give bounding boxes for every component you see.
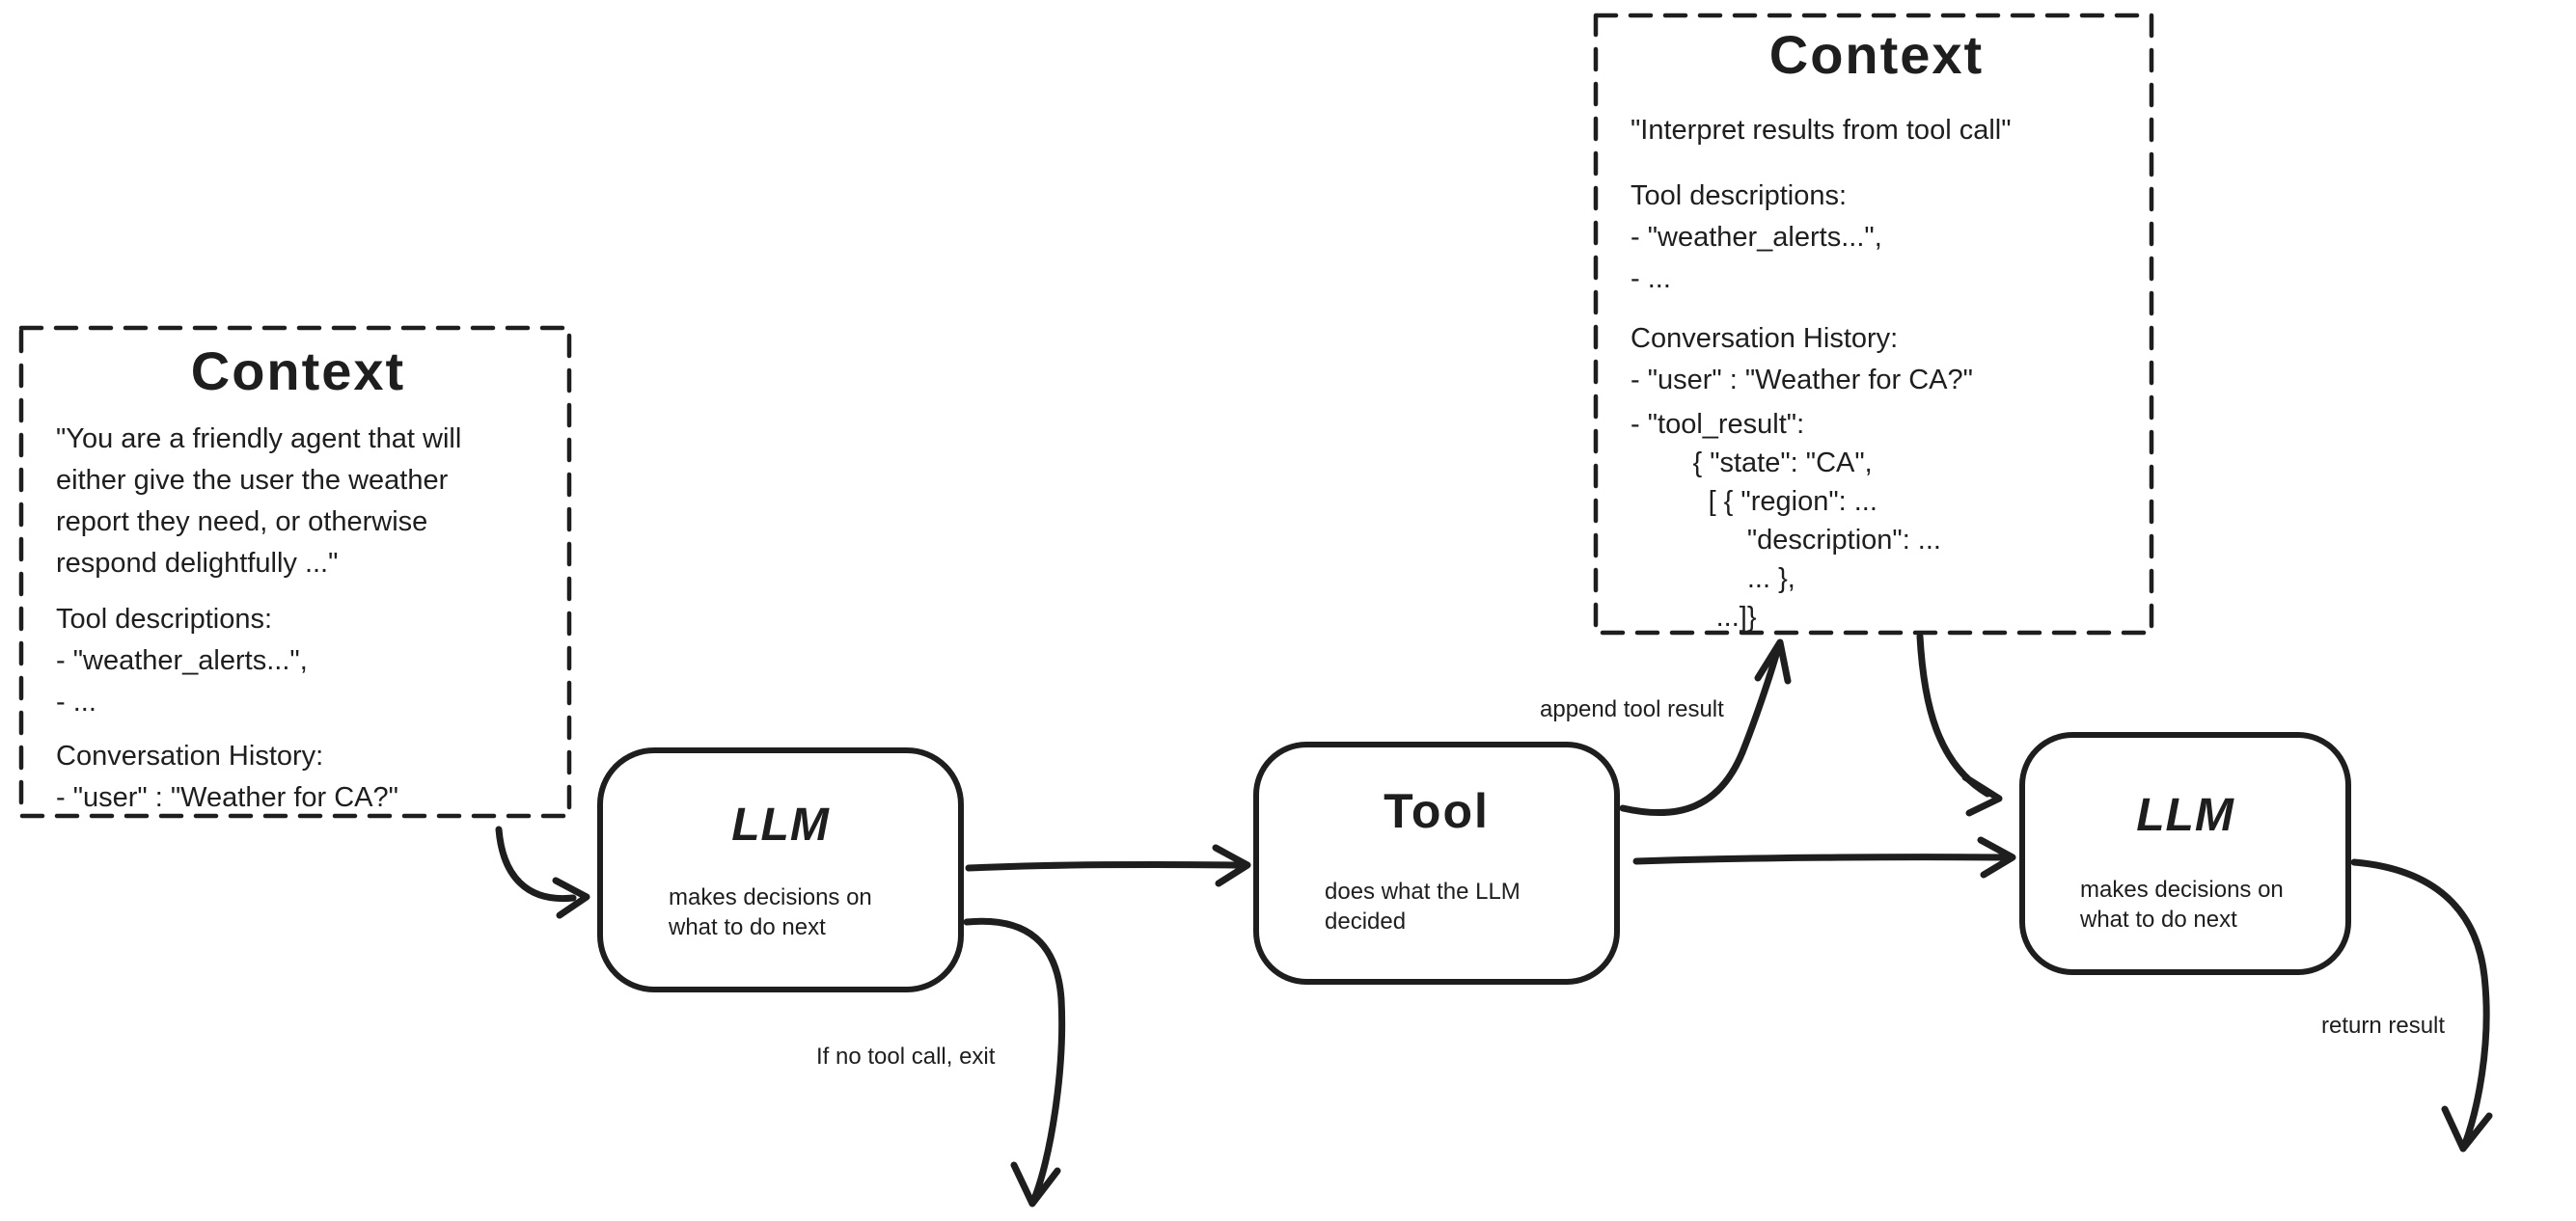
context-left-title: Context — [190, 340, 406, 401]
arrow-tool-to-llm2 — [1632, 836, 2016, 879]
context-right-box: Context "Interpret results from tool cal… — [1596, 15, 2151, 633]
context-left-box-outline — [18, 325, 572, 819]
arrow-llm1-exit — [963, 917, 1066, 1207]
arrow-tool-to-context-right — [1619, 638, 1792, 817]
tool-node-outline — [1253, 742, 1620, 985]
llm-node-2-title: LLM — [2136, 790, 2234, 841]
context-right-box-outline — [1593, 13, 2154, 636]
context-right-instruction: "Interpret results from tool call" — [1631, 114, 2012, 146]
context-left-tool-descriptions: Tool descriptions:- "weather_alerts...",… — [56, 603, 308, 718]
context-right-title: Context — [1768, 24, 1985, 85]
arrow-context-right-to-llm2 — [1916, 633, 2003, 817]
context-right-tool-descriptions: Tool descriptions:- "weather_alerts...",… — [1631, 179, 1882, 294]
arrow-llm2-return-result — [2350, 858, 2493, 1153]
label-return-result: return result — [2321, 1013, 2446, 1039]
tool-node-title: Tool — [1384, 784, 1490, 838]
arrow-context-left-to-llm1 — [495, 826, 590, 919]
context-right-conversation-history: Conversation History:- "user" : "Weather… — [1631, 322, 1973, 395]
context-left-box: Context "You are a friendly agent that w… — [21, 328, 569, 816]
context-right-tool-result: - "tool_result": { "state": "CA", [ { "r… — [1631, 408, 1941, 633]
llm-node-1-outline — [597, 747, 964, 992]
llm-node-2-outline — [2019, 732, 2351, 975]
context-left-conversation-history: Conversation History:- "user" : "Weather… — [56, 740, 398, 813]
label-if-no-tool-call-exit: If no tool call, exit — [816, 1044, 996, 1070]
llm-node-1-title: LLM — [731, 800, 830, 851]
label-append-tool-result: append tool result — [1540, 696, 1724, 722]
arrow-llm1-to-tool — [965, 844, 1251, 887]
